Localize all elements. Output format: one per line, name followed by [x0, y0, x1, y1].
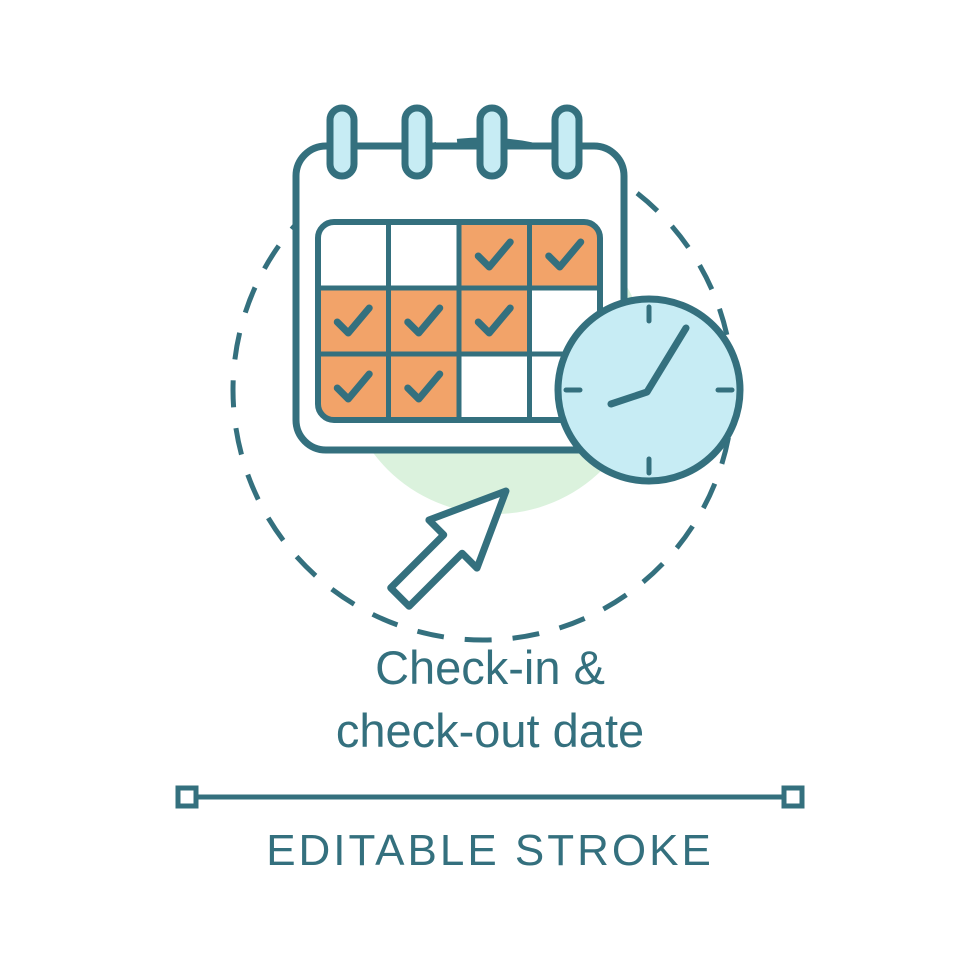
- calendar-cell-booked: [388, 288, 459, 354]
- calendar-cell-booked: [318, 288, 389, 354]
- footer-label: EDITABLE STROKE: [266, 826, 714, 875]
- title-line-1: Check-in &: [375, 641, 605, 694]
- calendar-ring: [401, 104, 433, 180]
- calendar-ring: [551, 104, 583, 180]
- stroke-endpoint-right: [781, 785, 805, 809]
- calendar-grid-cells: [318, 222, 600, 420]
- clock-ticks: [563, 304, 735, 476]
- title-line-2: check-out date: [335, 704, 645, 758]
- calendar-cell-booked: [529, 222, 600, 288]
- calendar-icon: [292, 104, 628, 454]
- clock-hands: [607, 324, 690, 408]
- calendar-cell-booked: [318, 354, 389, 420]
- calendar-ring: [326, 104, 358, 180]
- calendar-cell-booked: [459, 222, 530, 288]
- clock-icon: [554, 295, 744, 485]
- editable-stroke-line: [175, 785, 805, 809]
- calendar-ring: [476, 104, 508, 180]
- calendar-rings: [326, 104, 583, 180]
- cursor-arrow-icon: [387, 487, 510, 610]
- calendar-cell-booked: [388, 354, 459, 420]
- title-text: Check-in & check-out date: [0, 636, 980, 763]
- stroke-endpoint-left: [175, 785, 199, 809]
- calendar-cell-booked: [459, 288, 530, 354]
